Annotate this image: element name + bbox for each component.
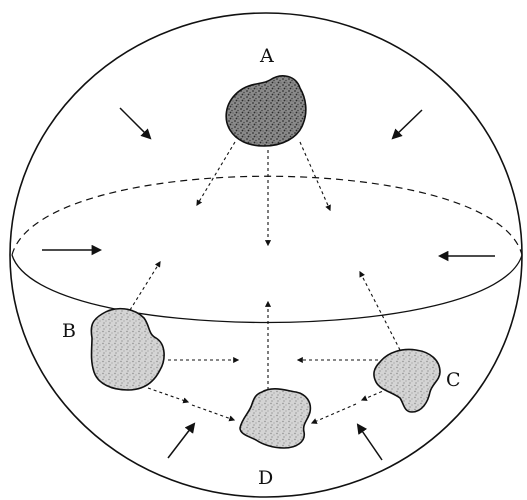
arrow-bottom-left xyxy=(168,424,194,458)
label-b: B xyxy=(62,320,76,342)
arrow-top-left xyxy=(120,108,150,138)
label-d: D xyxy=(258,467,273,489)
link-b-d-upper xyxy=(148,388,188,402)
label-a: A xyxy=(259,45,274,67)
label-c: C xyxy=(446,369,461,391)
arrow-bottom-right xyxy=(358,425,382,460)
particle-b xyxy=(91,309,164,390)
particle-c xyxy=(374,350,440,413)
link-a-c-upper xyxy=(300,142,330,210)
particle-a xyxy=(226,76,306,146)
equator-back-dashed xyxy=(12,176,522,255)
link-a-b-lower xyxy=(130,262,160,310)
link-a-c-lower xyxy=(360,272,400,350)
connections xyxy=(130,142,404,423)
equator-front-solid xyxy=(12,255,522,323)
link-c-d-lower xyxy=(312,404,356,423)
link-a-b-upper xyxy=(197,142,235,205)
arrow-top-right xyxy=(393,110,422,138)
particle-d xyxy=(240,389,310,448)
link-b-d-lower xyxy=(192,405,234,420)
